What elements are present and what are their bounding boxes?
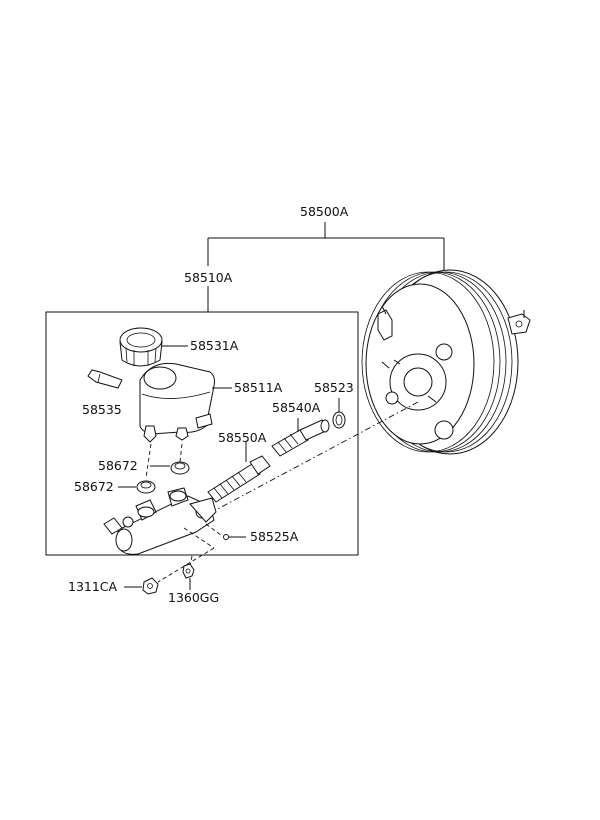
seal xyxy=(332,411,346,429)
label-reservoir: 58511A xyxy=(234,380,283,395)
label-reservoir-cap: 58531A xyxy=(190,338,239,353)
master-cylinder-body xyxy=(103,487,217,555)
label-secondary-piston: 58550A xyxy=(218,430,267,445)
bolt xyxy=(182,563,195,579)
master-cylinder-frame xyxy=(45,311,359,556)
brake-booster xyxy=(361,269,531,455)
centerline xyxy=(211,401,419,513)
label-master-cylinder-assembly: 58510A xyxy=(184,270,233,285)
grommet-lower xyxy=(136,480,156,494)
secondary-piston xyxy=(207,455,271,503)
reservoir-cap xyxy=(119,327,163,367)
label-bolt: 1360GG xyxy=(168,590,219,605)
level-sensor xyxy=(87,369,123,389)
pin xyxy=(223,534,229,540)
label-grommet-upper: 58672 xyxy=(98,458,138,473)
reservoir xyxy=(139,362,215,443)
grommet-upper xyxy=(170,461,190,475)
nut xyxy=(142,577,159,595)
label-booster-assembly: 58500A xyxy=(300,204,349,219)
label-nut: 1311CA xyxy=(68,579,118,594)
label-primary-piston: 58540A xyxy=(272,400,321,415)
label-sensor: 58535 xyxy=(82,402,122,417)
assembly-brackets xyxy=(207,222,445,312)
primary-piston xyxy=(271,419,330,457)
label-grommet-lower: 58672 xyxy=(74,479,114,494)
label-seal: 58523 xyxy=(314,380,354,395)
label-pin: 58525A xyxy=(250,529,299,544)
